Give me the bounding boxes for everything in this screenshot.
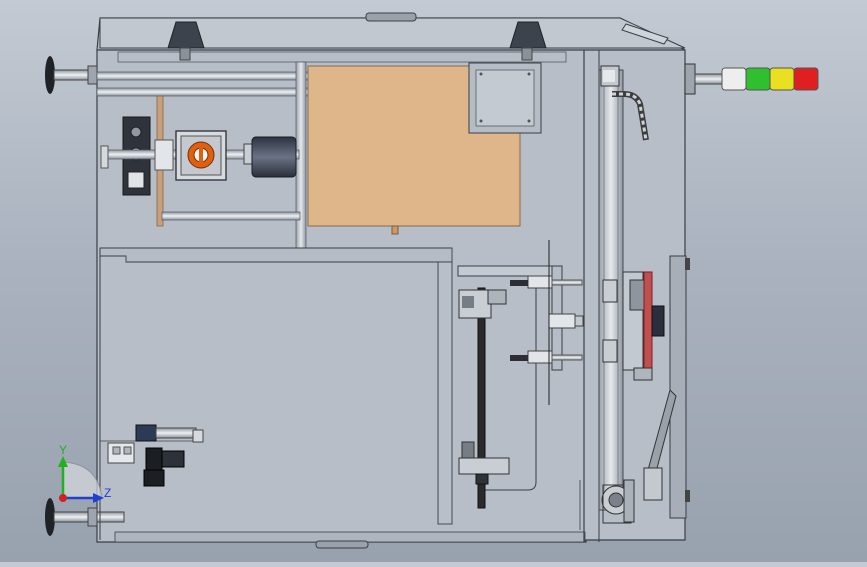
lower-compartment bbox=[99, 247, 453, 540]
bottom-handle bbox=[315, 540, 369, 549]
signal-lamp-white bbox=[721, 67, 747, 91]
signal-lamp-red bbox=[793, 67, 819, 91]
cable-chain bbox=[612, 91, 649, 141]
axis-y-label: Y bbox=[59, 443, 67, 457]
signal-tower bbox=[684, 63, 819, 95]
leveling-foot-bottom bbox=[45, 498, 125, 536]
axis-z-label: Z bbox=[104, 486, 111, 500]
lifting-eye-right bbox=[509, 21, 547, 61]
lifting-eye-left bbox=[167, 21, 205, 61]
axis-triad: Y Z bbox=[58, 443, 111, 503]
rotary-main-switch bbox=[175, 130, 227, 181]
signal-lamp-green bbox=[745, 67, 771, 91]
junction-box bbox=[468, 62, 542, 134]
pneumatic-cylinders bbox=[457, 240, 584, 405]
leveling-foot-top bbox=[45, 56, 98, 94]
top-handle bbox=[365, 12, 417, 22]
sensor-assembly bbox=[100, 424, 204, 487]
side-door bbox=[643, 255, 690, 519]
gripper-carriage bbox=[602, 271, 665, 381]
motor-body bbox=[243, 136, 297, 178]
leadscrew-axis bbox=[458, 274, 537, 509]
signal-lamp-yellow bbox=[769, 67, 795, 91]
lid-handle-right bbox=[621, 23, 669, 45]
